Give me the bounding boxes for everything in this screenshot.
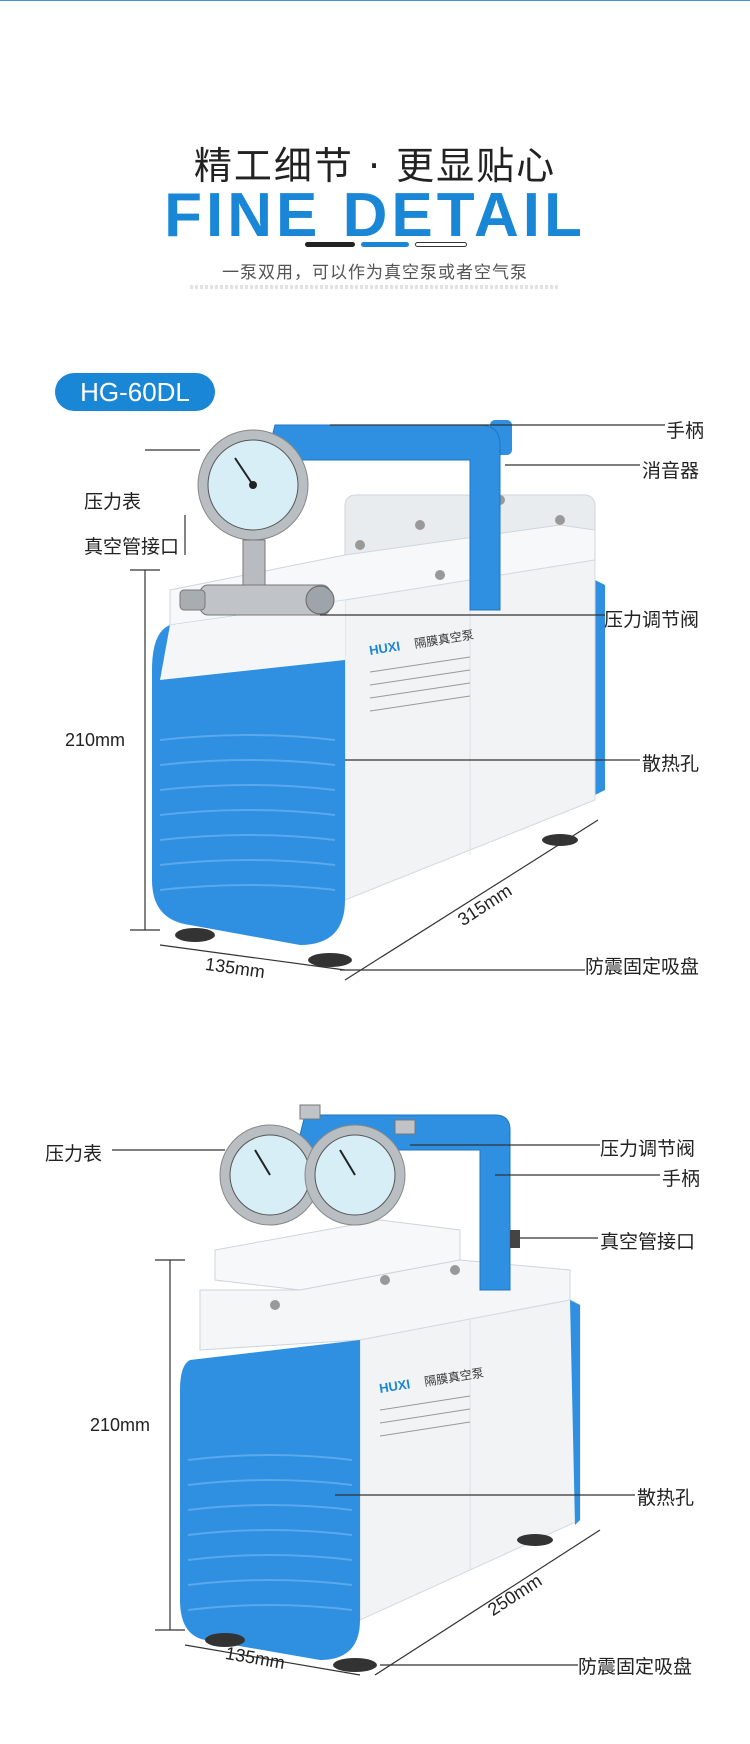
pump-illustration-1: HUXI 隔膜真空泵 xyxy=(130,420,665,981)
model-badge: HG-60DL xyxy=(55,373,215,411)
callout-vent-2: 散热孔 xyxy=(637,1487,695,1509)
callout-vacuum-port-2: 真空管接口 xyxy=(600,1231,696,1253)
callout-pressure-valve-1: 压力调节阀 xyxy=(604,609,700,631)
callout-gauge-2: 压力表 xyxy=(45,1143,103,1165)
decorative-fine-print xyxy=(190,285,560,289)
callout-muffler-1: 消音器 xyxy=(642,460,700,482)
pump2-brand-text: HUXI xyxy=(378,1376,411,1396)
dimension-height-2: 210mm xyxy=(90,1415,151,1435)
callout-vent-1: 散热孔 xyxy=(642,753,700,775)
title-decoration xyxy=(305,242,467,248)
callout-feet-1: 防震固定吸盘 xyxy=(585,956,700,978)
callout-handle-1: 手柄 xyxy=(666,420,705,442)
section-title-cn: 精工细节 · 更显贴心 xyxy=(193,144,557,188)
callout-gauge-1: 压力表 xyxy=(84,491,142,513)
section-subtitle: 一泵双用，可以作为真空泵或者空气泵 xyxy=(222,263,528,283)
callout-pressure-valve-2: 压力调节阀 xyxy=(600,1138,696,1160)
section-title-en: FINE DETAIL xyxy=(164,181,586,250)
pump-illustration-2: HUXI 隔膜真空泵 xyxy=(112,1104,660,1676)
callout-feet-2: 防震固定吸盘 xyxy=(578,1656,693,1678)
pump-brand-text: HUXI xyxy=(368,638,401,658)
dimension-height-1: 210mm xyxy=(65,730,126,750)
callout-vacuum-port-1: 真空管接口 xyxy=(84,536,180,558)
callout-handle-2: 手柄 xyxy=(662,1168,701,1190)
top-accent-line xyxy=(0,0,750,1)
